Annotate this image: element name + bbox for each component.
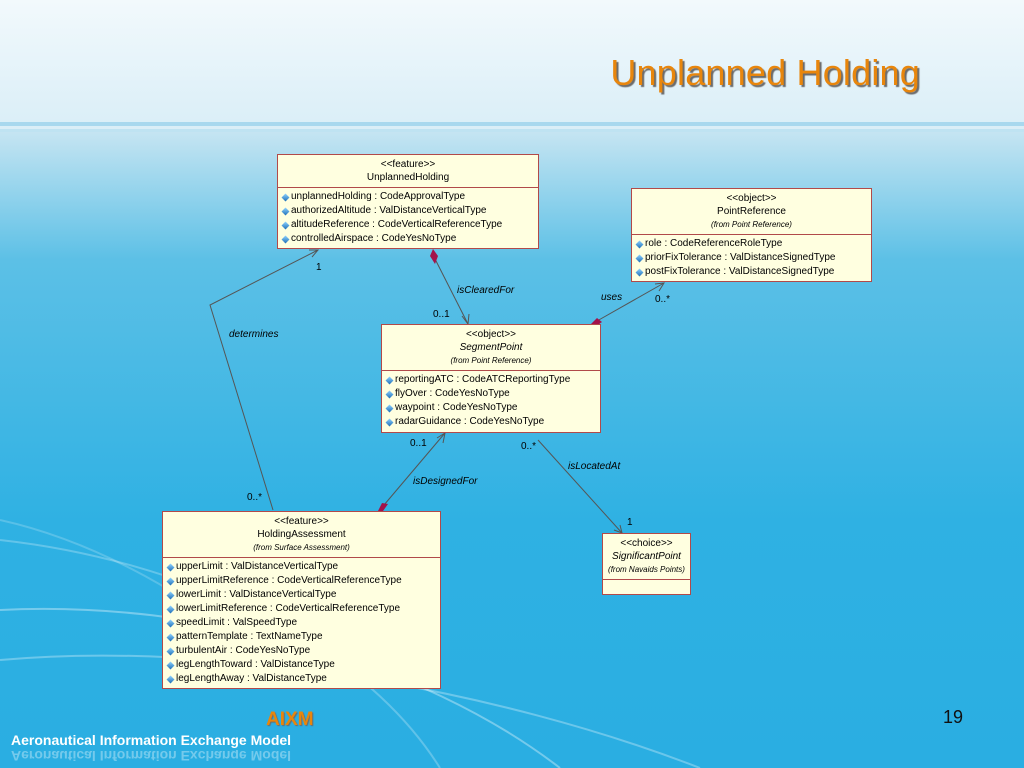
attribute-row: unplannedHolding : CodeApprovalType [281, 190, 535, 204]
class-package: (from Point Reference) [450, 356, 532, 365]
page-number: 19 [942, 707, 963, 727]
class-package: (from Navaids Points) [608, 565, 685, 574]
attribute-row: flyOver : CodeYesNoType [385, 387, 597, 401]
line-is-cleared-for [432, 254, 469, 325]
class-significant-point[interactable]: <<choice>> SignificantPoint (from Navaid… [602, 533, 691, 595]
attribute-row: controlledAirspace : CodeYesNoType [281, 232, 535, 246]
attribute-icon [166, 675, 175, 684]
attribute-icon [281, 207, 290, 216]
attribute-icon [166, 647, 175, 656]
multiplicity-label: 1 [627, 517, 633, 528]
attribute-icon [166, 563, 175, 572]
header-stripe-secondary [0, 129, 1024, 132]
multiplicity-label: 0..* [521, 441, 537, 452]
class-package: (from Surface Assessment) [253, 543, 350, 552]
attribute-icon [281, 221, 290, 230]
line-determines [209, 249, 319, 511]
arrow-head-icon [654, 282, 665, 292]
aixm-logo: AIXM [266, 709, 314, 730]
attribute-icon [166, 577, 175, 586]
attribute-row: turbulentAir : CodeYesNoType [166, 644, 437, 658]
attribute-row: altitudeReference : CodeVerticalReferenc… [281, 218, 535, 232]
header-band [0, 0, 1024, 132]
attribute-icon [281, 193, 290, 202]
class-name: HoldingAssessment [257, 529, 346, 540]
slide-title: Unplanned Holding [610, 52, 920, 93]
attribute-icon [166, 605, 175, 614]
assoc-label-is-located-at: isLocatedAt [568, 461, 621, 472]
footer-text: Aeronautical Information Exchange Model [11, 732, 292, 748]
class-segment-point[interactable]: <<object>> SegmentPoint (from Point Refe… [381, 324, 601, 433]
class-point-reference[interactable]: <<object>> PointReference (from Point Re… [631, 188, 872, 282]
attribute-row: upperLimitReference : CodeVerticalRefere… [166, 574, 437, 588]
attribute-row: radarGuidance : CodeYesNoType [385, 415, 597, 429]
line-uses [596, 282, 665, 322]
multiplicity-label: 1 [316, 262, 322, 273]
class-name: SegmentPoint [459, 342, 523, 353]
attribute-icon [385, 376, 394, 385]
aggregation-diamond-icon [378, 503, 388, 511]
multiplicity-label: 0..* [655, 294, 671, 305]
arrow-head-icon [309, 249, 320, 258]
attribute-icon [635, 240, 644, 249]
aggregation-diamond-icon [430, 249, 438, 264]
class-stereotype: <<choice>> [620, 538, 673, 549]
attribute-icon [385, 404, 394, 413]
attribute-icon [385, 390, 394, 399]
attribute-row: lowerLimit : ValDistanceVerticalType [166, 588, 437, 602]
attribute-icon [281, 235, 290, 244]
class-unplanned-holding[interactable]: <<feature>> UnplannedHolding unplannedHo… [277, 154, 539, 249]
attribute-icon [166, 661, 175, 670]
attribute-icon [385, 418, 394, 427]
class-package: (from Point Reference) [711, 220, 792, 229]
class-stereotype: <<feature>> [380, 159, 436, 170]
attribute-row: legLengthToward : ValDistanceType [166, 658, 437, 672]
assoc-label-is-designed-for: isDesignedFor [413, 476, 478, 487]
attribute-row: waypoint : CodeYesNoType [385, 401, 597, 415]
attribute-icon [166, 633, 175, 642]
attribute-row: upperLimit : ValDistanceVerticalType [166, 560, 437, 574]
arrow-head-icon [436, 431, 446, 444]
attribute-icon [166, 591, 175, 600]
multiplicity-label: 0..* [247, 492, 263, 503]
class-holding-assessment[interactable]: <<feature>> HoldingAssessment (from Surf… [162, 511, 441, 689]
attribute-row: postFixTolerance : ValDistanceSignedType [635, 265, 868, 279]
attribute-row: speedLimit : ValSpeedType [166, 616, 437, 630]
attribute-row: patternTemplate : TextNameType [166, 630, 437, 644]
footer-reflection: Aeronautical Information Exchange Model [11, 750, 292, 764]
class-stereotype: <<feature>> [274, 516, 329, 527]
attribute-icon [166, 619, 175, 628]
line-is-designed-for [383, 432, 446, 506]
assoc-label-uses: uses [601, 292, 623, 303]
attribute-row: authorizedAltitude : ValDistanceVertical… [281, 204, 535, 218]
attribute-row: lowerLimitReference : CodeVerticalRefere… [166, 602, 437, 616]
class-stereotype: <<object>> [465, 329, 517, 340]
assoc-label-is-cleared-for: isClearedFor [457, 285, 515, 296]
attribute-row: legLengthAway : ValDistanceType [166, 672, 437, 686]
multiplicity-label: 0..1 [410, 438, 427, 449]
attribute-icon [635, 254, 644, 263]
attribute-row: reportingATC : CodeATCReportingType [385, 373, 597, 387]
class-name: SignificantPoint [612, 551, 681, 562]
class-name: UnplannedHolding [366, 172, 450, 183]
attribute-row: role : CodeReferenceRoleType [635, 237, 868, 251]
assoc-label-determines: determines [229, 329, 279, 340]
class-stereotype: <<object>> [726, 193, 777, 204]
attribute-icon [635, 268, 644, 277]
multiplicity-label: 0..1 [433, 309, 450, 320]
attribute-row: priorFixTolerance : ValDistanceSignedTyp… [635, 251, 868, 265]
class-name: PointReference [717, 206, 786, 217]
line-is-located-at [537, 439, 623, 534]
header-stripe [0, 122, 1024, 126]
